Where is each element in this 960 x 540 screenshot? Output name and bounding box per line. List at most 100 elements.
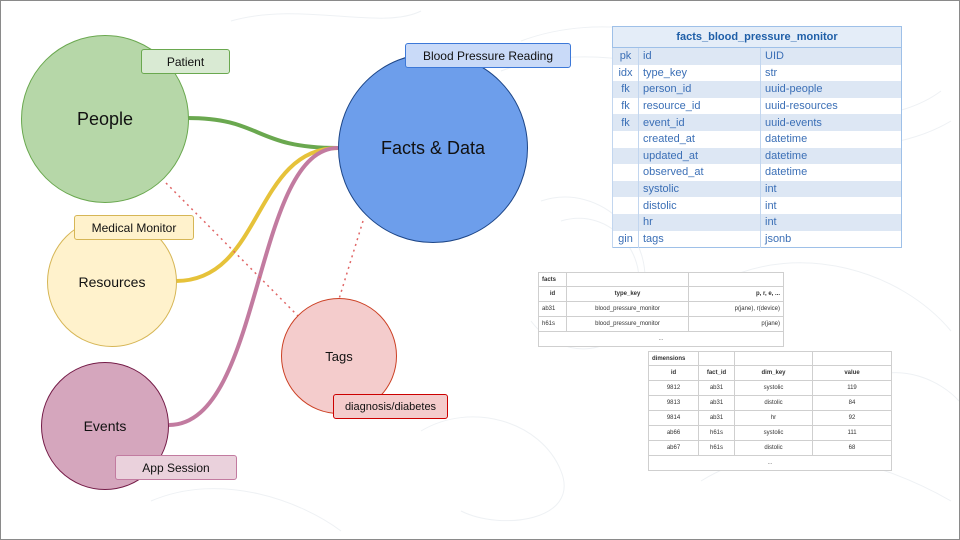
schema-key: fk (612, 81, 639, 98)
dimensions-cell: 119 (812, 380, 892, 396)
label-patient[interactable]: Patient (141, 49, 230, 74)
schema-type: uuid-resources (760, 97, 902, 115)
facts-table-caption: facts (538, 272, 567, 287)
dimensions-cell: ab67 (648, 440, 699, 456)
schema-type: uuid-people (760, 81, 902, 98)
schema-column: observed_at (638, 164, 761, 181)
schema-type: int (760, 180, 902, 198)
schema-key (612, 213, 639, 231)
node-events-label: Events (83, 418, 127, 434)
dimensions-table-caption: dimensions (648, 351, 699, 366)
dimensions-cell: h61s (698, 425, 735, 441)
schema-key: pk (612, 47, 639, 65)
dimensions-cell: 111 (812, 425, 892, 441)
schema-key (612, 164, 639, 181)
schema-type: UID (760, 47, 902, 65)
dimensions-cell: ab66 (648, 425, 699, 441)
schema-key (612, 147, 639, 165)
node-facts[interactable]: Facts & Data (338, 53, 528, 243)
facts-cell: p(jane), r(device) (688, 301, 784, 317)
dimensions-ellipsis: ... (648, 455, 892, 471)
schema-type: int (760, 197, 902, 214)
label-blood-pressure-reading[interactable]: Blood Pressure Reading (405, 43, 571, 68)
schema-type: datetime (760, 130, 902, 148)
dimensions-cell: hr (734, 410, 813, 426)
node-people-label: People (76, 108, 134, 129)
facts-cell: blood_pressure_monitor (566, 316, 689, 332)
table-row: ab31 blood_pressure_monitor p(jane), r(d… (538, 301, 784, 317)
node-tags-label: Tags (325, 348, 353, 364)
label-app-session[interactable]: App Session (115, 455, 237, 480)
node-resources-label: Resources (78, 274, 146, 290)
dimensions-cell: distolic (734, 440, 813, 456)
facts-table: facts id type_key p, r, e, ... ab31 bloo… (538, 272, 784, 347)
schema-column: type_key (638, 64, 761, 82)
dimensions-cell: h61s (698, 440, 735, 456)
dimensions-table: dimensions id fact_id dim_key value 9812… (648, 351, 892, 471)
schema-type: uuid-events (760, 114, 902, 131)
facts-header-refs: p, r, e, ... (688, 286, 784, 302)
link-people-facts (186, 116, 339, 150)
facts-cell: h61s (538, 316, 567, 332)
schema-type: jsonb (760, 230, 902, 248)
dimensions-cell: 9812 (648, 380, 699, 396)
facts-cell: p(jane) (688, 316, 784, 332)
dimensions-cell: systolic (734, 425, 813, 441)
schema-type: datetime (760, 164, 902, 181)
dimensions-cell: 9814 (648, 410, 699, 426)
label-diagnosis-diabetes[interactable]: diagnosis/diabetes (333, 394, 448, 419)
schema-column: systolic (638, 180, 761, 198)
dotted-link-people-tags (165, 182, 302, 320)
label-medical-monitor[interactable]: Medical Monitor (74, 215, 194, 240)
facts-ellipsis: ... (538, 331, 784, 347)
dimensions-header-value: value (812, 365, 892, 381)
schema-key (612, 197, 639, 214)
schema-column: event_id (638, 114, 761, 131)
schema-key (612, 130, 639, 148)
facts-header-type-key: type_key (566, 286, 689, 302)
schema-column: id (638, 47, 761, 65)
link-resources-facts (175, 146, 339, 283)
dimensions-cell: 9813 (648, 395, 699, 411)
schema-column: resource_id (638, 97, 761, 115)
dimensions-cell: distolic (734, 395, 813, 411)
schema-column: created_at (638, 130, 761, 148)
dimensions-cell: ab31 (698, 395, 735, 411)
facts-header-id: id (538, 286, 567, 302)
dimensions-cell: systolic (734, 380, 813, 396)
schema-key (612, 180, 639, 198)
dimensions-cell: ab31 (698, 410, 735, 426)
schema-key: gin (612, 230, 639, 248)
dimensions-cell: 84 (812, 395, 892, 411)
node-facts-label: Facts & Data (380, 137, 486, 158)
dotted-link-facts-tags (338, 220, 364, 300)
schema-type: datetime (760, 147, 902, 165)
schema-column: distolic (638, 197, 761, 214)
schema-table-title: facts_blood_pressure_monitor (612, 26, 902, 48)
schema-key: fk (612, 114, 639, 131)
dimensions-cell: 92 (812, 410, 892, 426)
schema-column: tags (638, 230, 761, 248)
schema-type: int (760, 213, 902, 231)
dimensions-header-dim-key: dim_key (734, 365, 813, 381)
schema-key: idx (612, 64, 639, 82)
schema-column: hr (638, 213, 761, 231)
facts-cell: blood_pressure_monitor (566, 301, 689, 317)
